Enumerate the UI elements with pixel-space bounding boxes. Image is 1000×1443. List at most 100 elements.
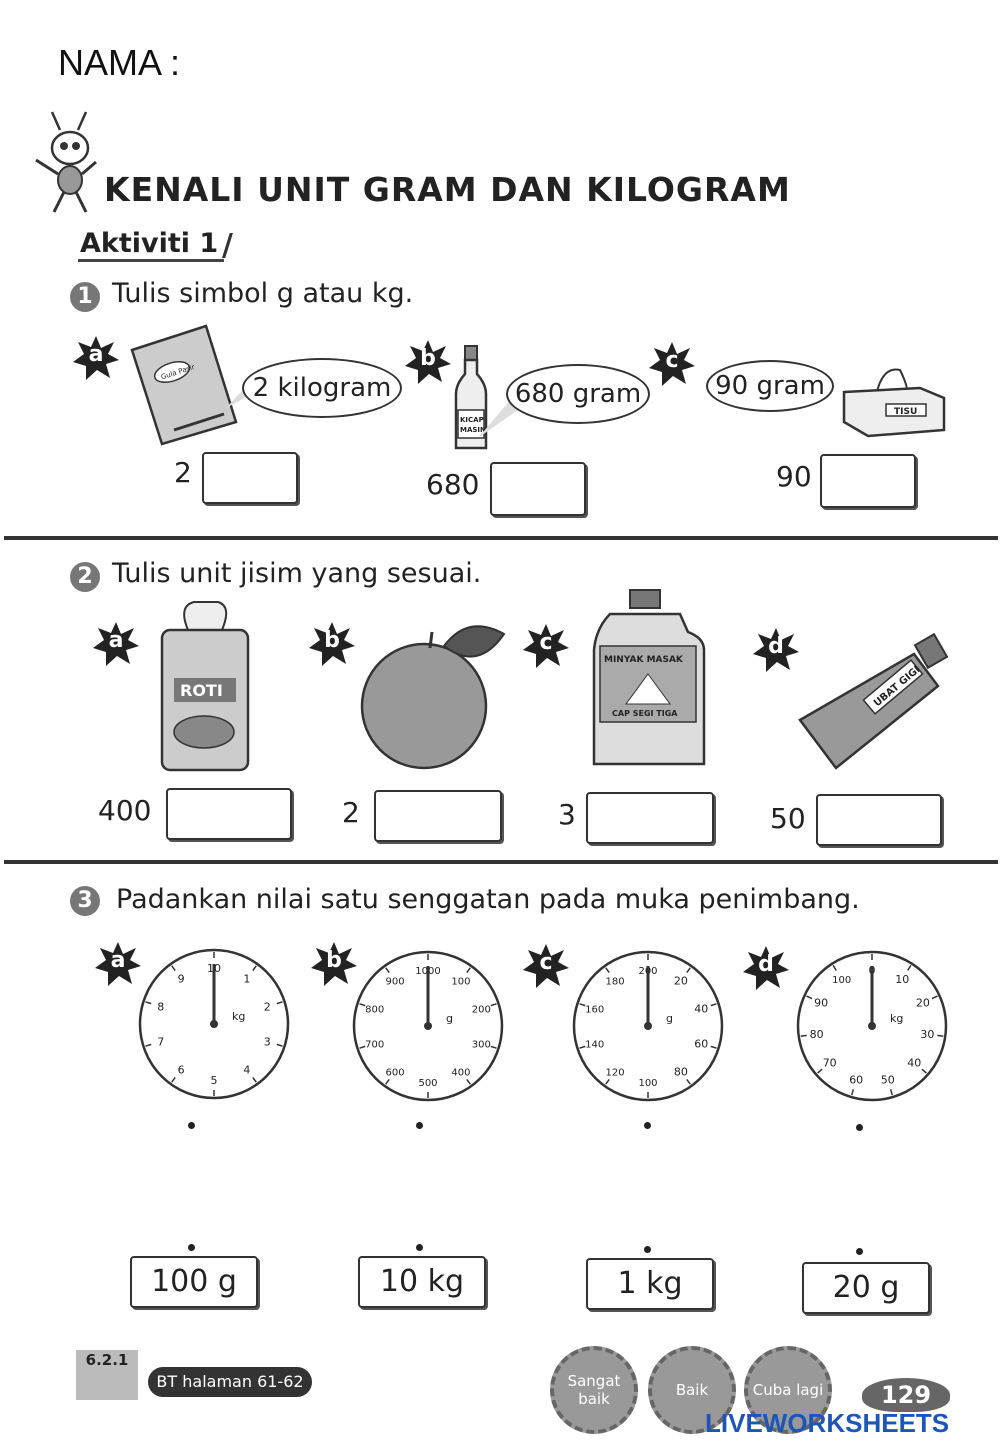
sugar-bag-icon: Gula Pasir — [130, 324, 238, 446]
bubble-tail — [478, 398, 518, 438]
match-dot-top-c[interactable] — [644, 1122, 651, 1129]
dial-tick-label: 120 — [606, 1067, 625, 1078]
dial-tick-label: 300 — [472, 1039, 491, 1050]
activity-slash: / — [222, 228, 233, 263]
match-dot-bottom-1[interactable] — [188, 1244, 195, 1251]
match-dot-bottom-4[interactable] — [856, 1248, 863, 1255]
scale-dial-c: 20020406080100120140160180g — [572, 950, 724, 1102]
q2b-answer-box[interactable] — [374, 790, 502, 842]
dial-tick — [850, 1089, 855, 1096]
q1b-value: 680 — [426, 468, 480, 501]
cooking-oil-icon: MINYAK MASAK CAP SEGI TIGA — [592, 589, 706, 766]
dial-tick-label: 900 — [386, 977, 405, 988]
question-1-text: Tulis simbol g atau kg. — [112, 278, 414, 309]
q2c-value: 3 — [558, 798, 576, 831]
item-letter-b: b — [308, 620, 356, 668]
bubble-90-gram: 90 gram — [706, 360, 834, 412]
dial-tick — [385, 967, 390, 974]
q2d-answer-box[interactable] — [816, 794, 942, 846]
section-divider — [4, 860, 998, 864]
dial-tick-label: 700 — [365, 1039, 384, 1050]
section-divider — [4, 536, 998, 540]
answer-10-kg: 10 kg — [358, 1256, 486, 1308]
dial-tick — [490, 1003, 497, 1007]
dial-tick — [466, 967, 471, 974]
activity-label: Aktiviti 1 — [78, 228, 225, 262]
bread-label: ROTI — [180, 681, 223, 700]
dial-tick — [385, 1078, 390, 1085]
q2a-answer-box[interactable] — [166, 788, 292, 840]
match-dot-top-b[interactable] — [416, 1122, 423, 1129]
answer-1-kg: 1 kg — [586, 1258, 714, 1310]
match-dot-bottom-2[interactable] — [416, 1244, 423, 1251]
dial-tick — [252, 1076, 257, 1083]
liveworksheets-watermark: LIVEWORKSHEETS — [705, 1408, 950, 1438]
q2b-value: 2 — [342, 796, 360, 829]
page-title: KENALI UNIT GRAM DAN KILOGRAM — [104, 170, 791, 209]
dial-hub — [644, 1022, 652, 1030]
dial-unit: g — [446, 1012, 453, 1025]
soy-sauce-bottle-icon: KICAP MASIN — [454, 345, 488, 450]
dial-tick — [171, 965, 176, 972]
match-dot-top-d[interactable] — [856, 1124, 863, 1131]
question-2-number: 2 — [70, 562, 100, 592]
q1b-answer-box[interactable] — [490, 462, 586, 516]
q1a-answer-box[interactable] — [202, 452, 298, 504]
dial-tick — [907, 965, 912, 971]
scale-dial-d: 0102030405060708090100kg — [796, 950, 948, 1102]
item-letter-b: b — [310, 940, 358, 988]
toothpaste-icon: UBAT GIGI — [798, 632, 949, 770]
oil-label: MINYAK MASAK — [604, 655, 684, 665]
dial-tick — [276, 1001, 283, 1005]
medal-baik: Baik — [648, 1346, 736, 1434]
medal-sangat-baik: Sangat baik — [550, 1346, 638, 1434]
dial-tick-label: 60 — [694, 1037, 708, 1050]
dial-unit: kg — [890, 1012, 903, 1025]
dial-tick-label: 8 — [157, 1001, 164, 1014]
answer-100-g: 100 g — [130, 1256, 258, 1308]
dial-unit: g — [666, 1012, 673, 1025]
textbook-reference: BT halaman 61-62 — [148, 1367, 312, 1397]
match-dot-bottom-3[interactable] — [644, 1246, 651, 1253]
medal-cuba-lagi: Cuba lagi — [744, 1346, 832, 1434]
item-letter-c: c — [522, 942, 570, 990]
dial-tick — [252, 965, 257, 972]
dial-tick-label: 20 — [674, 975, 688, 988]
dial-tick — [832, 965, 837, 971]
bread-icon: ROTI — [160, 601, 250, 772]
bubble-2-kilogram: 2 kilogram — [242, 358, 402, 418]
dial-hub — [210, 1020, 218, 1028]
item-letter-a: a — [72, 334, 120, 382]
skill-code: 6.2.1 — [76, 1350, 138, 1400]
dial-tick-label: 800 — [365, 1005, 384, 1016]
dial-tick — [145, 1043, 152, 1047]
dial-tick-label: 180 — [606, 977, 625, 988]
q2a-value: 400 — [98, 794, 152, 827]
dial-tick — [710, 1003, 717, 1007]
dial-tick-label: 1 — [243, 973, 250, 986]
dial-tick — [359, 1003, 366, 1007]
dial-tick — [817, 1068, 823, 1074]
dial-tick — [605, 967, 610, 974]
question-2-text: Tulis unit jisim yang sesuai. — [112, 558, 482, 589]
dial-tick — [605, 1078, 610, 1085]
dial-tick — [710, 1045, 717, 1049]
q1c-answer-box[interactable] — [820, 454, 916, 508]
dial-tick-label: 100 — [832, 975, 851, 986]
dial-tick — [171, 1076, 176, 1083]
name-label: NAMA : — [58, 42, 181, 83]
dial-tick-label: 100 — [638, 1078, 657, 1089]
bubble-680-gram: 680 gram — [506, 364, 650, 424]
dial-tick-label: 500 — [418, 1078, 437, 1089]
dial-tick-label: 4 — [243, 1063, 250, 1076]
q2c-answer-box[interactable] — [586, 792, 714, 844]
dial-tick-label: 100 — [451, 977, 470, 988]
dial-tick-label: 3 — [264, 1035, 271, 1048]
dial-tick — [937, 1034, 944, 1037]
dial-tick — [466, 1078, 471, 1085]
dial-tick-label: 40 — [907, 1057, 921, 1070]
q1c-value: 90 — [776, 460, 812, 493]
dial-tick-label: 30 — [920, 1028, 934, 1041]
match-dot-top-a[interactable] — [188, 1122, 195, 1129]
item-letter-a: a — [92, 620, 140, 668]
